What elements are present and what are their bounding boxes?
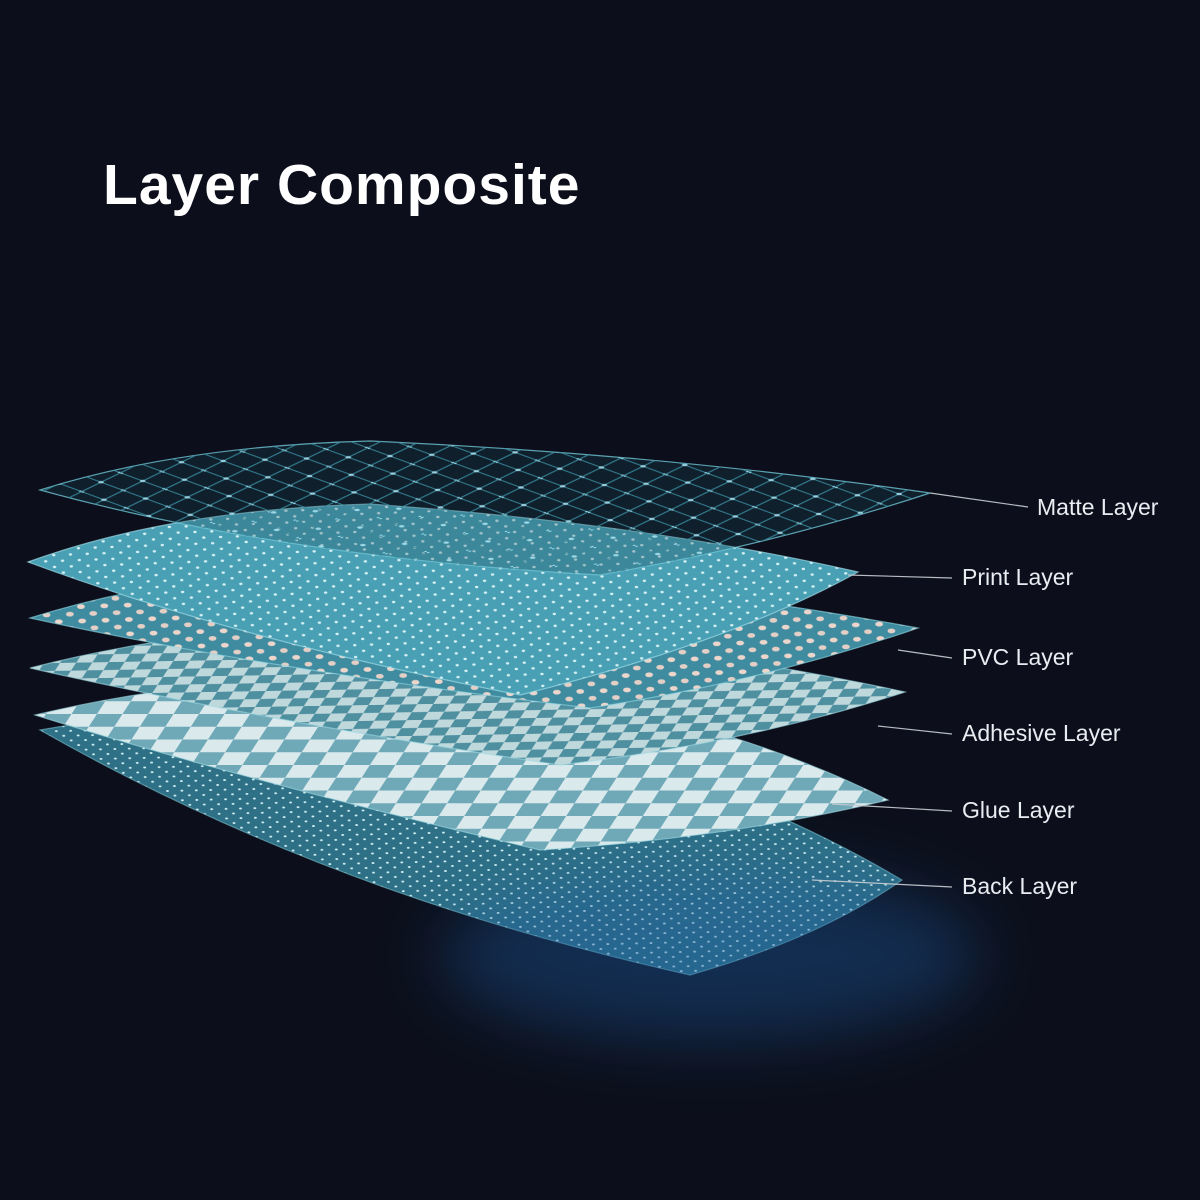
label-glue-layer: Glue Layer: [962, 797, 1075, 823]
connector-glue-layer: [831, 803, 953, 812]
label-print-layer: Print Layer: [962, 564, 1074, 590]
connector-back-layer: [811, 879, 953, 888]
layer-sheet-matte-grid: [40, 441, 930, 575]
connector-matte-layer: [929, 492, 1029, 508]
label-adhesive-layer: Adhesive Layer: [962, 720, 1121, 746]
connector-print-layer: [847, 574, 953, 579]
connector-adhesive-layer: [877, 725, 953, 735]
glow-effect: [440, 870, 980, 1040]
label-back-layer: Back Layer: [962, 873, 1078, 899]
label-pvc-layer: PVC Layer: [962, 644, 1074, 670]
label-matte-layer: Matte Layer: [1037, 494, 1159, 520]
page-title: Layer Composite: [103, 153, 581, 217]
connector-pvc-layer: [897, 649, 953, 659]
